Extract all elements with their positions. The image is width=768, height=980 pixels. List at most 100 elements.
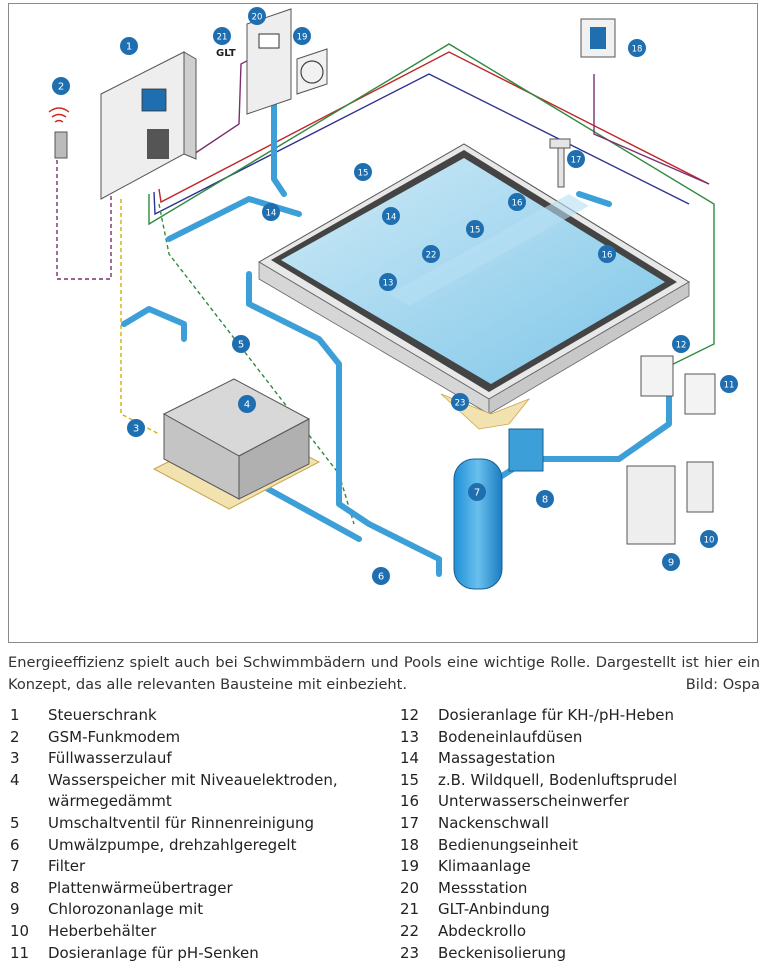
legend-text: Umschaltventil für Rinnenreinigung xyxy=(48,814,315,832)
badge-label: 6 xyxy=(378,572,384,583)
neck-shower-post xyxy=(557,146,565,188)
badge-label: 20 xyxy=(252,13,263,23)
legend-text: Chlorozonanlage mit xyxy=(48,900,204,919)
legend-text: Heberbehälter xyxy=(48,922,157,940)
legend-text: Beckenisolierung xyxy=(438,943,567,962)
badge-label: 18 xyxy=(632,45,643,55)
badge-circle xyxy=(52,77,70,95)
legend-text: Nackenschwall xyxy=(438,814,549,832)
legend-text: Dosieranlage für KH-/pH-Heben xyxy=(438,706,674,724)
badge-label: 5 xyxy=(238,340,244,351)
number-badge: 6 xyxy=(372,567,390,585)
pipe-storage-out xyxy=(256,481,362,542)
control-cabinet xyxy=(100,51,197,200)
pipe-measurement xyxy=(271,96,287,197)
operating-unit xyxy=(580,18,616,58)
number-badge: 14 xyxy=(262,203,280,221)
legend-number: 13 xyxy=(400,727,420,746)
legend-text: Filter xyxy=(48,857,86,876)
dosing-unit-ph xyxy=(684,373,716,415)
badge-circle xyxy=(262,203,280,221)
badge-circle xyxy=(248,7,266,25)
badge-label: 11 xyxy=(724,381,735,391)
fan-icon xyxy=(300,60,324,84)
badge-label: 8 xyxy=(542,495,548,506)
number-badge: 1 xyxy=(120,37,138,55)
wire-dashed-purple xyxy=(56,159,112,280)
badge-circle xyxy=(120,37,138,55)
gsm-modem xyxy=(48,107,70,159)
number-badge: 15 xyxy=(354,163,372,181)
badge-label: 14 xyxy=(266,209,277,219)
station-display xyxy=(258,33,280,49)
number-badge: 14 xyxy=(382,207,400,225)
legend-number: 11 xyxy=(10,943,30,962)
tank-side xyxy=(238,418,310,500)
legend-number: 7 xyxy=(10,857,20,876)
dosing-unit-kh xyxy=(640,355,674,397)
legend-text: Messstation xyxy=(438,878,528,897)
badge-label: 10 xyxy=(704,536,715,546)
air-conditioner xyxy=(296,48,328,95)
pipe-left-feed xyxy=(166,196,302,242)
filter-body xyxy=(453,458,503,590)
number-badges: 1234567891011121314141515161617181920212… xyxy=(52,7,738,585)
pool-side-right xyxy=(488,281,690,415)
operating-screen xyxy=(590,27,606,49)
number-badge: 15 xyxy=(466,220,484,238)
legend-text: Massagestation xyxy=(438,749,556,768)
legend-number: 6 xyxy=(10,835,20,854)
number-badge: 3 xyxy=(127,419,145,437)
ac-body xyxy=(296,48,328,95)
legend-number: 19 xyxy=(400,857,420,876)
badge-circle xyxy=(700,530,718,548)
water-storage-tank xyxy=(152,378,321,510)
legend-text: Füllwasserzulauf xyxy=(48,749,172,768)
badge-circle xyxy=(372,567,390,585)
pipe-to-storage xyxy=(121,306,187,342)
badge-label: 17 xyxy=(571,156,582,166)
badge-circle xyxy=(662,553,680,571)
figure-credit: Bild: Ospa xyxy=(685,676,760,693)
legend-number: 1 xyxy=(10,706,20,724)
number-badge: 4 xyxy=(238,395,256,413)
measurement-station xyxy=(246,8,292,115)
legend-text: Klimaanlage xyxy=(438,857,531,876)
number-badge: 17 xyxy=(567,150,585,168)
badge-circle xyxy=(628,39,646,57)
legend-text: Dosieranlage für pH-Senken xyxy=(48,943,259,962)
badge-label: 22 xyxy=(426,251,437,261)
number-badge: 2 xyxy=(52,77,70,95)
badge-label: 16 xyxy=(512,199,523,209)
legend-number: 18 xyxy=(400,835,420,854)
station-panel xyxy=(246,8,292,115)
legend-text: z.B. Wildquell, Bodenluftsprudel xyxy=(438,770,678,789)
badge-label: 1 xyxy=(126,42,132,53)
wire-to-sensor xyxy=(593,74,710,185)
badge-circle xyxy=(720,375,738,393)
legend-text: wärmegedämmt xyxy=(48,792,172,811)
number-badge: 20 xyxy=(248,7,266,25)
number-badge: 9 xyxy=(662,553,680,571)
legend-text: GLT-Anbindung xyxy=(438,900,550,919)
badge-circle xyxy=(238,395,256,413)
legend-number: 9 xyxy=(10,900,20,919)
treatment-units xyxy=(626,355,716,545)
wire-dashed-yellow xyxy=(120,199,160,435)
badge-circle xyxy=(567,150,585,168)
legend-text: Wasserspeicher mit Niveauelektroden, xyxy=(48,770,338,789)
number-badge: 19 xyxy=(293,27,311,45)
badge-label: 13 xyxy=(383,279,394,289)
legend-text: Steuerschrank xyxy=(48,706,157,724)
number-badge: 7 xyxy=(468,483,486,501)
pipe-filter-loop xyxy=(366,521,442,577)
badge-label: 2 xyxy=(58,82,64,93)
badge-label: 23 xyxy=(455,399,466,409)
badge-circle xyxy=(672,335,690,353)
legend-number: 10 xyxy=(10,922,30,940)
legend-number: 5 xyxy=(10,814,20,832)
siphon-tank xyxy=(686,461,714,513)
badge-label: 16 xyxy=(602,251,613,261)
badge-circle xyxy=(382,207,400,225)
